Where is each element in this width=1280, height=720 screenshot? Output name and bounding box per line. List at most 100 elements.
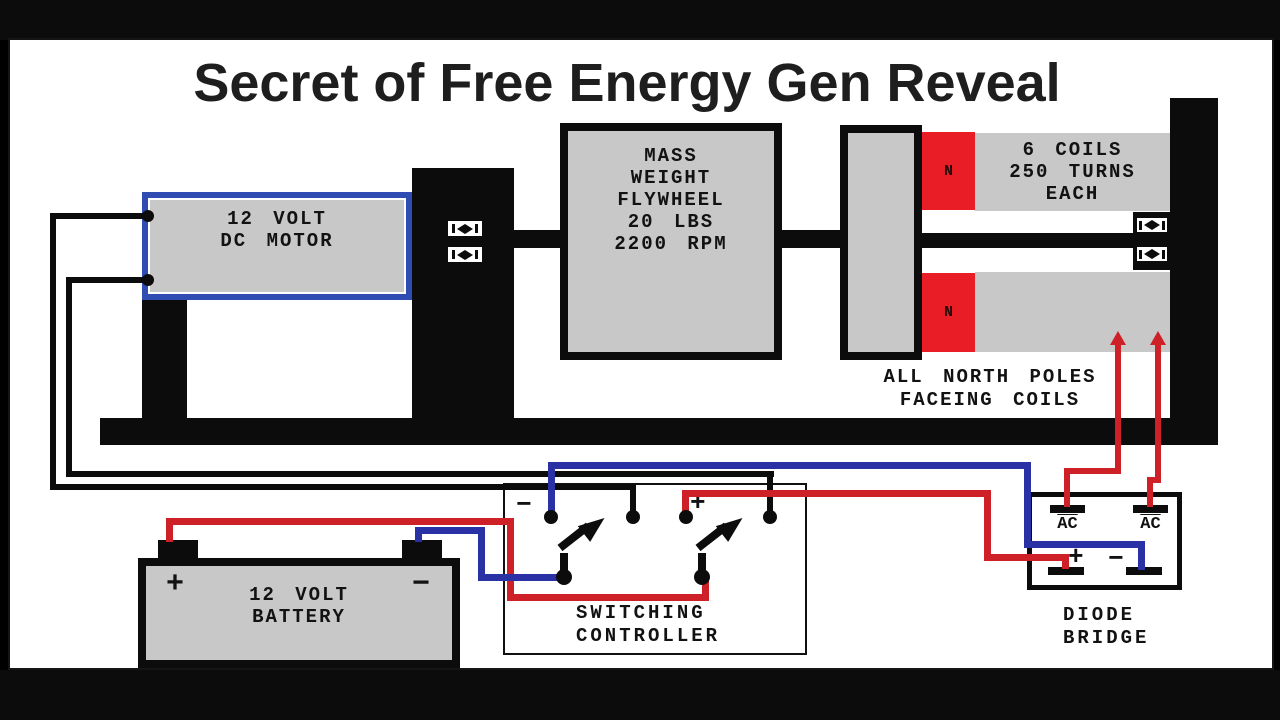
magnet-pole-label: N: [943, 162, 953, 180]
battery-plus-sign: +: [166, 568, 185, 602]
wire-segment: [478, 574, 570, 581]
bearing-icon: [448, 247, 482, 262]
wire-segment: [50, 484, 636, 490]
coil-label-line: 6 COILS: [1022, 139, 1123, 161]
wire-segment: [66, 277, 72, 477]
flywheel-label-line: FLYWHEEL: [617, 189, 725, 211]
bearing-cap: [452, 224, 455, 233]
diode-plus-terminal: [1048, 567, 1084, 575]
battery-minus-sign: −: [412, 568, 431, 602]
wire-segment: [1147, 477, 1161, 483]
wire-segment: [682, 490, 689, 521]
diode-ac-terminal-left: [1050, 505, 1085, 513]
coil-top: 6 COILS 250 TURNS EACH: [975, 133, 1170, 211]
wire-segment: [415, 527, 485, 534]
coil-label-line: 250 TURNS: [1009, 161, 1136, 183]
bearing-triangle-icon: [1152, 249, 1160, 259]
switch-terminal-dot: [679, 510, 693, 524]
wire-segment: [548, 462, 1031, 469]
diode-ac-label-left: AC: [1057, 515, 1078, 534]
switch-terminal-dot: [544, 510, 558, 524]
flywheel-label-line: 20 LBS: [627, 211, 715, 233]
bearing-triangle-icon: [1152, 220, 1160, 230]
bearing-triangle-icon: [457, 223, 465, 234]
motor-terminal-dot: [142, 210, 154, 222]
bearing-triangle-icon: [465, 249, 473, 260]
wire-segment: [1147, 477, 1153, 507]
flywheel-label-line: 2200 RPM: [614, 233, 728, 255]
bearing-triangle-icon: [1144, 249, 1152, 259]
wire-segment: [478, 527, 485, 581]
wire-segment: [507, 518, 514, 601]
flywheel-label-line: WEIGHT: [630, 167, 712, 189]
battery-terminal-negative: [402, 540, 442, 562]
bearing-cap: [1162, 220, 1165, 230]
wire-segment: [66, 277, 148, 283]
wire-segment: [50, 213, 148, 219]
bearing-cap: [452, 250, 455, 259]
wire-segment: [702, 575, 709, 601]
magnet-note-line2: FACEING COILS: [899, 389, 1081, 411]
wire-segment: [1115, 343, 1121, 471]
diode-plus-sign: +: [1068, 542, 1084, 572]
controller-label-line2: CONTROLLER: [576, 625, 721, 647]
wire-segment: [984, 490, 991, 561]
motor-pillar: [142, 300, 187, 420]
motor-label-line2: DC MOTOR: [220, 230, 334, 252]
letterbox-bottom: [0, 670, 1280, 720]
shaft-rotor-support: [922, 233, 1170, 248]
wire-segment: [166, 518, 173, 542]
wire-arrow-icon: [1110, 331, 1126, 345]
diode-ac-terminal-right: [1133, 505, 1168, 513]
bearing-cap: [475, 250, 478, 259]
magnet-note-line1: ALL NORTH POLES: [883, 366, 1097, 388]
bearing-icon: [1137, 218, 1167, 232]
wire-segment: [1155, 343, 1161, 480]
wire-segment: [548, 466, 555, 521]
wire-segment: [630, 484, 636, 520]
bearing-icon: [448, 221, 482, 236]
motor-terminal-dot: [142, 274, 154, 286]
bearing-triangle-icon: [457, 249, 465, 260]
magnet-pole-label: N: [943, 304, 953, 321]
diode-bridge-label-line2: BRIDGE: [1063, 627, 1150, 649]
bearing-triangle-icon: [1144, 220, 1152, 230]
wire-segment: [166, 518, 514, 525]
switch-terminal-dot: [626, 510, 640, 524]
coil-bottom: [975, 272, 1170, 352]
wire-segment: [984, 554, 1069, 561]
right-support: [1170, 98, 1218, 420]
bearing-cap: [1139, 220, 1142, 230]
rotor-bar: [840, 125, 922, 360]
diode-minus-sign: −: [1108, 544, 1124, 574]
battery-terminal-positive: [158, 540, 198, 562]
bearing-triangle-icon: [465, 223, 473, 234]
letterbox-top: [0, 0, 1280, 40]
bearing-cap: [475, 224, 478, 233]
diode-bridge-label-line1: DIODE: [1063, 604, 1136, 626]
wire-segment: [50, 213, 56, 490]
controller-label-line1: SWITCHING: [576, 602, 706, 624]
wire-segment: [682, 490, 991, 497]
page-title: Secret of Free Energy Gen Reveal: [193, 53, 1061, 113]
wire-segment: [507, 594, 709, 601]
dc-motor-body: 12 VOLT DC MOTOR: [148, 198, 406, 294]
switch-arm-segment: [698, 553, 706, 579]
magnet-bottom: N: [922, 273, 975, 352]
bearing-pedestal: [412, 168, 514, 420]
battery-label-line1: 12 VOLT: [249, 584, 349, 606]
battery-box: + − 12 VOLT BATTERY: [138, 558, 460, 668]
machine-base: [100, 418, 1218, 445]
controller-minus-sign: −: [516, 490, 532, 520]
wire-arrow-icon: [1150, 331, 1166, 345]
diode-ac-label-right: AC: [1140, 515, 1161, 534]
diode-minus-terminal: [1126, 567, 1162, 575]
wire-segment: [1064, 468, 1070, 507]
wire-segment: [66, 471, 774, 477]
bearing-cap: [1162, 249, 1165, 259]
shaft-pedestal-flywheel: [514, 230, 560, 248]
switch-arm-segment: [560, 553, 568, 579]
dc-motor-box: 12 VOLT DC MOTOR: [142, 192, 412, 300]
wire-segment: [415, 527, 422, 542]
